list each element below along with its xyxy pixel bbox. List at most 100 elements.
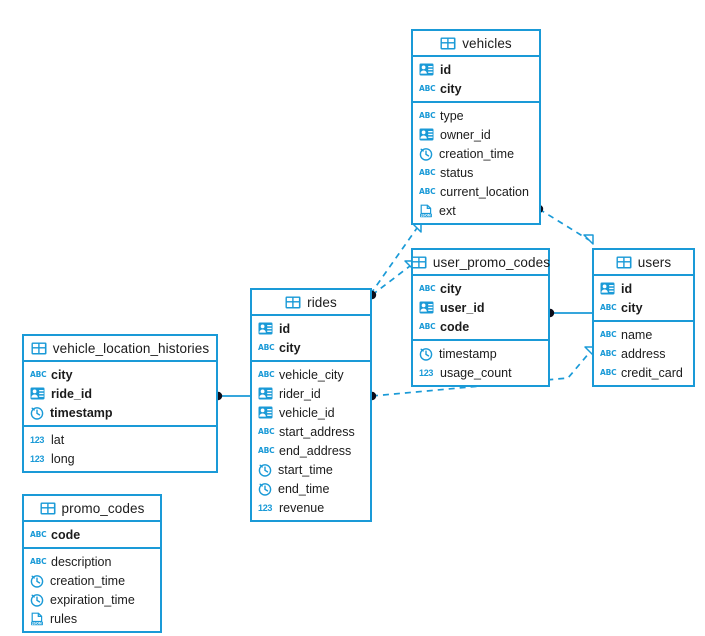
field-name: usage_count (440, 365, 512, 380)
relationship-rides-user_promo_codes[interactable] (367, 260, 415, 300)
field-name: rules (50, 611, 78, 626)
field-name: owner_id (440, 127, 491, 142)
field-row[interactable]: timestamp (413, 344, 548, 363)
field-row[interactable]: ride_id (24, 384, 216, 403)
id-card-icon (258, 387, 273, 400)
field-name: lat (51, 432, 65, 447)
field-name: timestamp (50, 405, 113, 420)
field-row[interactable]: owner_id (413, 125, 539, 144)
abc-text-icon: ABC (600, 302, 617, 312)
field-row[interactable]: 123 usage_count (413, 363, 548, 382)
field-row[interactable]: ABC status (413, 163, 539, 182)
field-name: description (51, 554, 112, 569)
abc-text-icon: ABC (258, 342, 275, 352)
field-name: code (440, 319, 470, 334)
field-row[interactable]: start_time (252, 460, 370, 479)
field-row[interactable]: rider_id (252, 384, 370, 403)
field-row[interactable]: end_time (252, 479, 370, 498)
123-number-icon: 123 (419, 367, 434, 378)
field-row[interactable]: creation_time (413, 144, 539, 163)
field-name: user_id (440, 300, 485, 315)
table-header-promo_codes[interactable]: promo_codes (24, 496, 160, 522)
field-row[interactable]: id (413, 60, 539, 79)
table-grid-icon (40, 502, 56, 515)
table-title: promo_codes (61, 500, 145, 516)
id-card-icon (419, 128, 434, 141)
relationship-vehicle_location_histories-rides[interactable] (213, 391, 250, 401)
clock-icon (30, 593, 44, 607)
field-name: expiration_time (50, 592, 135, 607)
field-row[interactable]: ABC address (594, 344, 693, 363)
clock-icon (419, 347, 433, 361)
field-row[interactable]: id (252, 319, 370, 338)
field-name: ext (439, 203, 456, 218)
field-name: city (440, 281, 462, 296)
field-row[interactable]: timestamp (24, 403, 216, 422)
field-row[interactable]: JSON rules (24, 609, 160, 628)
table-grid-icon (440, 37, 456, 50)
abc-text-icon: ABC (419, 167, 436, 177)
table-title: vehicles (462, 35, 512, 51)
table-title: rides (307, 294, 337, 310)
id-card-icon (30, 387, 45, 400)
123-number-icon: 123 (30, 434, 45, 445)
svg-text:JSON: JSON (31, 621, 42, 625)
field-row[interactable]: creation_time (24, 571, 160, 590)
field-row[interactable]: user_id (413, 298, 548, 317)
field-name: status (440, 165, 474, 180)
field-name: credit_card (621, 365, 683, 380)
table-title: user_promo_codes (432, 254, 551, 270)
relationship-vehicles-users[interactable] (534, 204, 594, 245)
table-header-vehicles[interactable]: vehicles (413, 31, 539, 57)
field-row[interactable]: ABC end_address (252, 441, 370, 460)
table-grid-icon (411, 256, 427, 269)
field-row[interactable]: id (594, 279, 693, 298)
field-name: address (621, 346, 666, 361)
field-row[interactable]: vehicle_id (252, 403, 370, 422)
table-header-rides[interactable]: rides (252, 290, 370, 316)
field-name: city (279, 340, 301, 355)
field-row[interactable]: ABC city (252, 338, 370, 357)
table-header-user_promo_codes[interactable]: user_promo_codes (411, 250, 551, 276)
abc-text-icon: ABC (600, 348, 617, 358)
field-name: end_address (279, 443, 352, 458)
field-name: name (621, 327, 653, 342)
clock-icon (258, 482, 272, 496)
id-card-icon (419, 63, 434, 76)
abc-text-icon: ABC (600, 367, 617, 377)
clock-icon (419, 147, 433, 161)
field-row[interactable]: expiration_time (24, 590, 160, 609)
relationship-user_promo_codes-users[interactable] (545, 308, 592, 318)
field-name: id (279, 321, 291, 336)
table-header-vehicle_location_histories[interactable]: vehicle_location_histories (24, 336, 216, 362)
abc-text-icon: ABC (258, 445, 275, 455)
clock-icon (30, 574, 44, 588)
field-row[interactable]: ABC credit_card (594, 363, 693, 382)
table-header-users[interactable]: users (594, 250, 693, 276)
field-name: city (51, 367, 73, 382)
field-row[interactable]: 123 lat (24, 430, 216, 449)
